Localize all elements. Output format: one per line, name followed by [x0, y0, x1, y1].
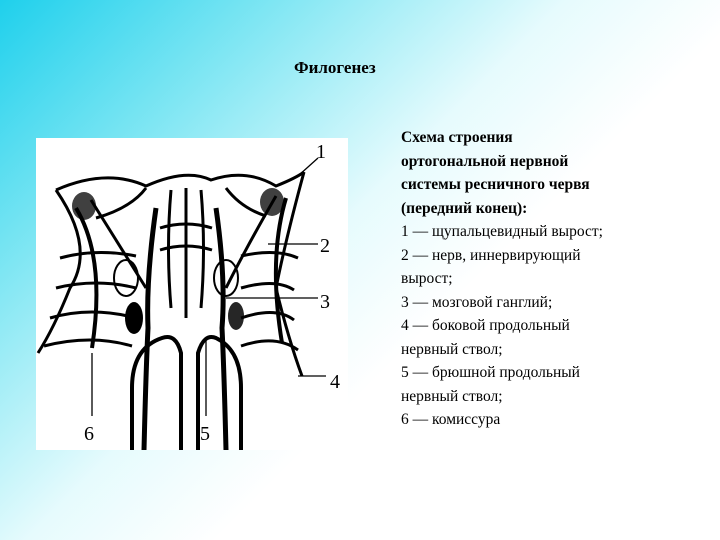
label-6: 6 — [84, 423, 94, 445]
caption-item-line: 6 — комиссура — [401, 411, 501, 428]
caption-item-line: 5 — брюшной продольный — [401, 364, 580, 381]
commissures — [43, 222, 299, 352]
slide-title: Филогенез — [294, 58, 376, 77]
caption-item-line: 4 — боковой продольный — [401, 317, 570, 334]
figure-caption: Схема строения ортогональной нервной сис… — [401, 126, 711, 432]
caption-item-line: 2 — нерв, иннервирующий — [401, 246, 581, 264]
leader-lines — [91, 157, 326, 416]
label-1: 1 — [316, 141, 326, 163]
caption-heading-line: (передний конец): — [401, 199, 528, 217]
caption-heading-line: Схема строения — [401, 129, 513, 146]
label-5: 5 — [200, 423, 210, 445]
cerebral-ganglia — [113, 259, 244, 334]
label-2: 2 — [320, 235, 330, 257]
caption-heading-line: ортогональной нервной — [401, 152, 569, 170]
ventral-nerve-cords — [141, 207, 229, 450]
nervous-system-diagram: 1 2 3 4 5 6 — [36, 138, 348, 450]
caption-heading-line: системы ресничного червя — [401, 176, 590, 193]
diagram-background — [36, 138, 348, 450]
label-4: 4 — [330, 371, 340, 393]
caption-item-line: 1 — щупальцевидный вырост; — [401, 223, 603, 240]
caption-item-line: нервный ствол; — [401, 387, 503, 405]
lower-outline — [130, 335, 243, 450]
tentacle-processes — [72, 188, 284, 220]
caption-item-line: вырост; — [401, 270, 453, 287]
caption-item-line: нервный ствол; — [401, 340, 503, 358]
caption-item-line: 3 — мозговой ганглий; — [401, 293, 553, 311]
lateral-nerve-cords — [74, 197, 288, 349]
label-3: 3 — [320, 291, 330, 313]
radial-nerves — [89, 187, 278, 318]
